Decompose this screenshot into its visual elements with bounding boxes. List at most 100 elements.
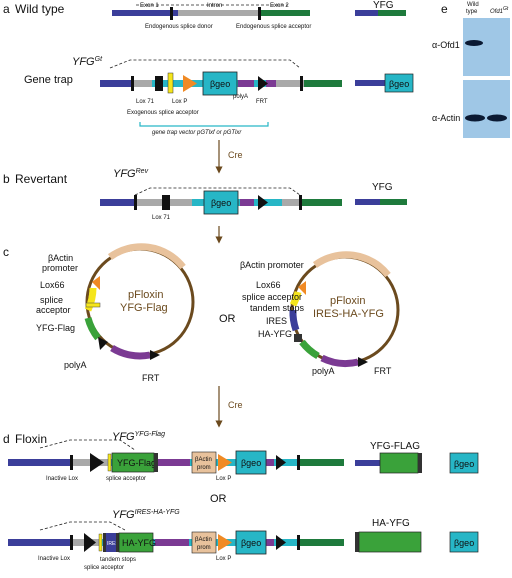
splice-acceptor-label-1: splice acceptor: [106, 476, 146, 482]
floxin-allele-2-name: YFGIRES-HA-YFG: [112, 509, 180, 521]
right-stops-label: tandem stops: [250, 303, 305, 313]
bactin-prom-box: [191, 451, 217, 474]
left-plasmid-name-1: pFloxin: [128, 289, 163, 301]
splice-acceptor-mark: [258, 7, 261, 20]
yfgflag-product: [379, 452, 419, 474]
panel-a-letter: a: [3, 2, 10, 16]
gt-fusion-label: βgeo: [389, 79, 409, 89]
right-frt-label: FRT: [374, 366, 392, 376]
floxin-allele-2: IRES HA-YFG βActin prom βgeo Inactive Lo…: [8, 530, 344, 571]
rev-mrna-exon1: [355, 199, 380, 205]
panel-e-letter: e: [441, 2, 448, 16]
bgeo-product-1-label: βgeo: [454, 459, 474, 469]
bactin-prom2-2: prom: [197, 545, 211, 551]
bgeo-label-d1: βgeo: [241, 458, 261, 468]
actin-band-wt: [465, 114, 485, 122]
lox71-site: [155, 76, 163, 91]
panel-a-title: Wild type: [15, 2, 65, 16]
tandem-stops-label: tandem stops: [100, 557, 136, 563]
right-polya-label: polyA: [312, 366, 335, 376]
plasmid-left: pFloxin YFG-Flag βActin promoter Lox66 s…: [36, 243, 195, 383]
ires-box-label: IRES: [107, 541, 119, 547]
right-hayfg-label: HA-YFG: [258, 329, 292, 339]
exo-acceptor-label: Exogenous splice acceptor: [127, 110, 199, 116]
bactin-prom2-1: βActin: [195, 537, 212, 543]
inactive-lox-label-1: Inactive Lox: [46, 476, 78, 482]
blot-ofd1-label: α-Ofd1: [432, 40, 460, 50]
left-splice-1: splice: [40, 295, 63, 305]
genetrap-allele: βgeo Lox 71 Lox P polyA FRT Exogenous sp…: [100, 59, 342, 136]
left-yfgflag-label: YFG-Flag: [36, 323, 75, 333]
hayfg-box-label: HA-YFG: [122, 538, 156, 548]
or-label-c: OR: [219, 313, 236, 325]
left-frt: [150, 350, 160, 360]
right-ires-arc: [289, 309, 300, 332]
panel-b: b Revertant YFGRev βgeo Lox 71 YFG: [3, 168, 407, 221]
rev-mrna-exon2: [380, 199, 407, 205]
right-hayfg-arc: [299, 339, 320, 360]
yfgflag-product-label: YFG-FLAG: [370, 441, 420, 452]
left-actin-promoter-arc: [107, 243, 186, 270]
cre-label-2: Cre: [228, 400, 243, 410]
cre-label-1: Cre: [228, 150, 243, 160]
inactive-lox-1: [90, 453, 104, 472]
blot-actin-label: α-Actin: [432, 113, 460, 123]
left-promoter-2: promoter: [42, 263, 78, 273]
vector-bracket: [139, 122, 269, 127]
wt-mrna-label: YFG: [373, 0, 394, 11]
left-lox66: [92, 276, 100, 290]
bgeo-product-2: [449, 531, 479, 553]
left-polya-arc: [110, 344, 151, 360]
ires-box: [106, 533, 116, 552]
rev-bgeo-box: [203, 190, 239, 215]
panel-b-letter: b: [3, 172, 10, 186]
floxin-allele-1: YFG-Flag βActin prom βgeo Inactive Lox s…: [8, 450, 344, 482]
bgeo-label-d2: βgeo: [241, 538, 261, 548]
rev-mrna-label: YFG: [372, 182, 393, 193]
loxp-2: [218, 534, 232, 551]
bgeo-box-d1: [235, 450, 267, 475]
donor-label: Endogenous splice donor: [145, 24, 213, 30]
gt-fusion-bgeo: [384, 73, 414, 93]
bgeo-box-d2: [235, 530, 267, 555]
splice-acceptor-label-2: splice acceptor: [84, 565, 124, 571]
intron-bar: [178, 10, 260, 16]
loxp-site: [183, 75, 197, 92]
panel-e: e Wild type Ofd1Gt α-Ofd1 α-Actin: [432, 2, 510, 138]
yfgflag-box-label: YFG-Flag: [117, 458, 156, 468]
rev-lox71: [162, 195, 170, 210]
rev-allele-name: YFGRev: [113, 168, 149, 180]
splice-donor-mark: [170, 7, 173, 20]
left-lox66-label: Lox66: [40, 280, 65, 290]
loxp-label: Lox P: [172, 99, 187, 105]
exon1-label: Exon 1: [140, 3, 159, 9]
frt-site: [258, 76, 268, 91]
actin-band-gt: [487, 114, 507, 122]
bactin-prom-box-2: [191, 531, 217, 554]
right-actin-promoter-arc: [312, 251, 391, 278]
hayfg-box: [118, 532, 154, 553]
bgeo-label: βgeo: [210, 79, 230, 89]
bgeo-box: [202, 71, 238, 96]
wildtype-allele: Exon 1 Intron Exon 2 Endogenous splice d…: [112, 3, 311, 30]
inactive-lox-2: [84, 533, 96, 552]
loxp-label-1: Lox P: [216, 476, 231, 482]
blot-actin: [463, 80, 510, 138]
wt-mrna-exon1: [355, 10, 378, 16]
frt-label: FRT: [256, 99, 268, 105]
bgeo-product-2-label: βgeo: [454, 538, 474, 548]
right-plasmid-name-2: IRES-HA-YFG: [313, 308, 384, 320]
rev-lox71-label: Lox 71: [152, 215, 171, 221]
right-plasmid-name-1: pFloxin: [330, 295, 365, 307]
acceptor-label: Endogenous splice acceptor: [236, 24, 311, 30]
left-yfgflag-arc: [84, 316, 101, 341]
loxp-label-2: Lox P: [216, 556, 231, 562]
col-wildtype-1: Wild: [467, 2, 479, 8]
col-wildtype-2: type: [466, 9, 478, 15]
plasmid-right: pFloxin IRES-HA-YFG βActin promoter Lox6…: [240, 251, 400, 376]
col-ofd1gt: Ofd1Gt: [490, 6, 509, 15]
right-splice-label: splice acceptor: [242, 292, 302, 302]
ofd1-band: [465, 40, 483, 46]
gt-allele-name: YFGGt: [72, 56, 103, 68]
